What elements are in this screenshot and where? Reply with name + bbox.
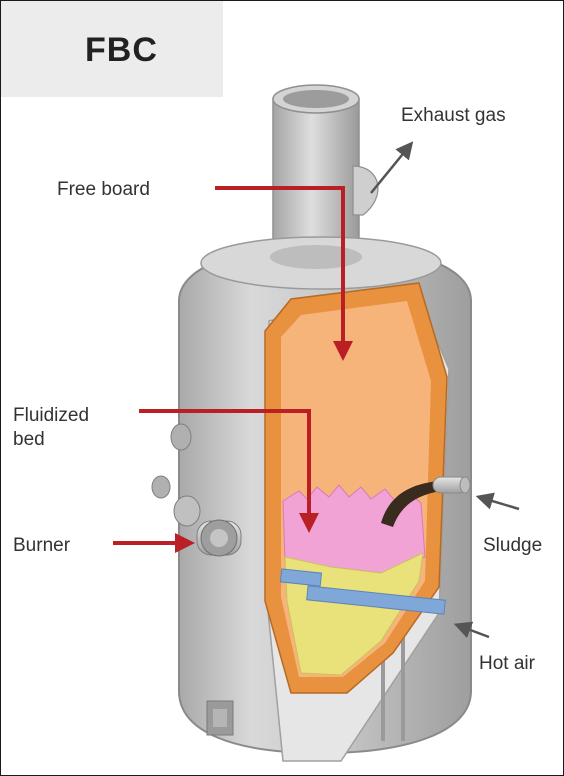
label-fluidized-bed-line2: bed xyxy=(13,429,45,450)
arrow-icon xyxy=(371,144,411,193)
label-burner: Burner xyxy=(13,535,71,556)
label-exhaust-gas: Exhaust gas xyxy=(401,105,506,126)
burner-unit xyxy=(197,520,241,556)
exhaust-stack xyxy=(273,85,378,259)
label-sludge: Sludge xyxy=(483,535,542,556)
label-hot-air: Hot air xyxy=(479,653,536,674)
label-free-board: Free board xyxy=(57,179,150,200)
arrow-icon xyxy=(479,497,519,509)
label-fluidized-bed-line1: Fluidized xyxy=(13,405,89,426)
